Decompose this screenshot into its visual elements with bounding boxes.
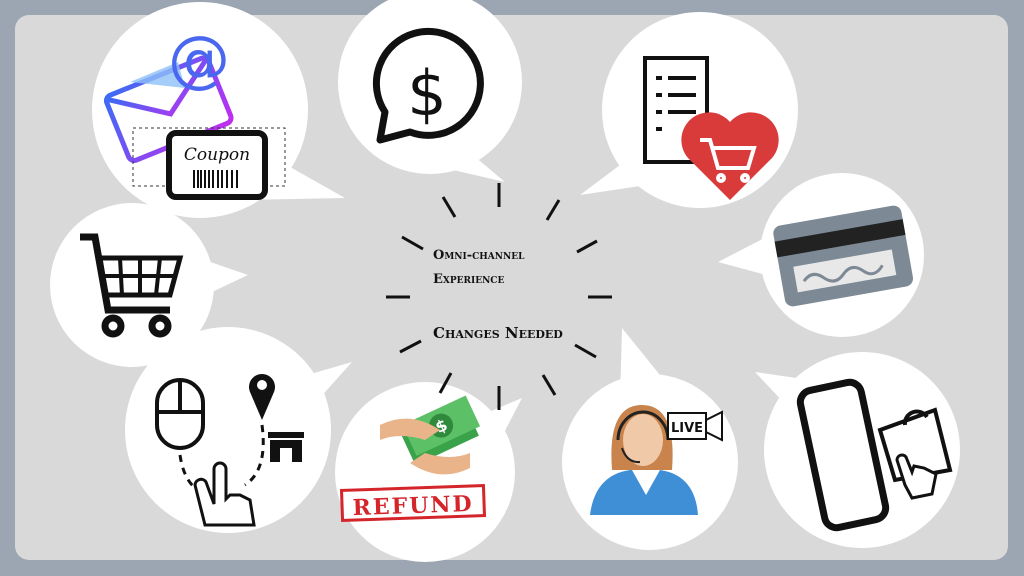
cart-icon [700, 138, 757, 183]
coupon-label: Coupon [184, 145, 250, 165]
live-label: LIVE [671, 421, 703, 436]
live-support-agent-icon: LIVE [590, 405, 723, 515]
shopping-cart-icon [80, 233, 184, 338]
mobile-shopping-icon [796, 378, 953, 532]
center-title-line2: Experience [433, 272, 504, 287]
coupon-icon: Coupon [132, 127, 286, 200]
center-rays [386, 183, 612, 410]
center-title-line1: Omni-channel [433, 248, 525, 263]
live-video-icon: LIVE [667, 410, 723, 442]
store-icon [268, 432, 304, 462]
svg-text:$: $ [407, 57, 446, 130]
click-and-collect-icon [155, 374, 304, 527]
dollar-chat-icon: $ [372, 27, 484, 144]
at-sign-icon: @ [168, 22, 230, 95]
refund-label: REFUND [352, 491, 474, 521]
location-pin-icon [249, 374, 275, 420]
wishlist-icon [643, 56, 779, 200]
heart-icon [681, 112, 779, 200]
center-subtitle: Changes Needed [433, 324, 563, 342]
email-icon: @ [103, 22, 234, 164]
hand-pointer-icon [193, 461, 256, 527]
credit-card-icon [773, 205, 914, 307]
refund-icon: $ REFUND [339, 395, 487, 523]
hand-pointer-icon [895, 453, 938, 500]
